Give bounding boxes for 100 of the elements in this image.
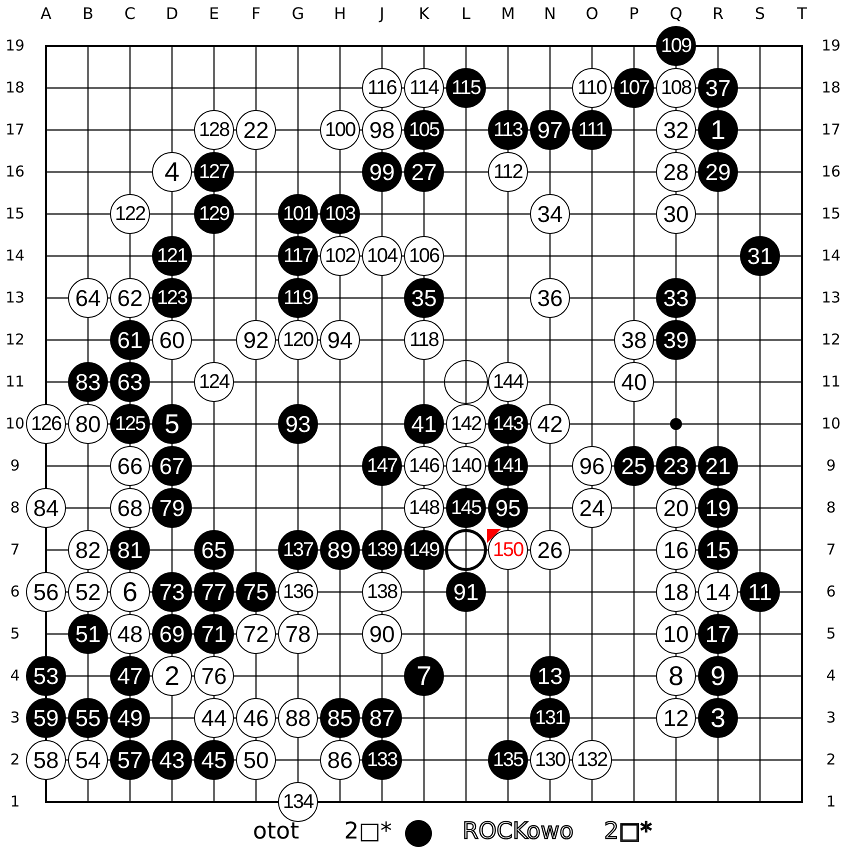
go-stone: 101: [278, 194, 318, 234]
go-stone: 149: [404, 530, 444, 570]
go-stone: 47: [110, 656, 150, 696]
go-stone: 76: [194, 656, 234, 696]
column-label: S: [754, 6, 766, 22]
go-stone: 26: [530, 530, 570, 570]
go-stone: 119: [278, 278, 318, 318]
go-stone: 103: [320, 194, 360, 234]
row-label: 11: [821, 374, 841, 390]
row-label: 19: [821, 38, 841, 54]
go-stone: 8: [656, 656, 696, 696]
go-stone: 25: [614, 446, 654, 486]
go-stone: 9: [698, 656, 738, 696]
go-stone: 46: [236, 698, 276, 738]
go-stone: 108: [656, 68, 696, 108]
go-stone: 36: [530, 278, 570, 318]
row-label: 18: [821, 80, 841, 96]
go-stone: 99: [362, 152, 402, 192]
row-label: 6: [826, 584, 836, 600]
go-stone: 3: [698, 698, 738, 738]
column-label: A: [40, 6, 52, 22]
go-stone: 38: [614, 320, 654, 360]
player-rank: 2□*: [604, 820, 652, 844]
go-stone: 55: [68, 698, 108, 738]
row-label: 12: [5, 332, 25, 348]
go-stone: 112: [488, 152, 528, 192]
go-stone: 22: [236, 110, 276, 150]
go-stone: 137: [278, 530, 318, 570]
go-stone: 30: [656, 194, 696, 234]
column-label: B: [82, 6, 94, 22]
go-stone: 80: [68, 404, 108, 444]
go-stone: 29: [698, 152, 738, 192]
go-stone: 66: [110, 446, 150, 486]
column-label: L: [462, 6, 470, 22]
row-label: 4: [826, 668, 836, 684]
row-label: 8: [10, 500, 20, 516]
go-stone: 91: [446, 572, 486, 612]
go-stone: 127: [194, 152, 234, 192]
go-stone: 12: [656, 698, 696, 738]
row-label: 6: [10, 584, 20, 600]
row-label: 17: [821, 122, 841, 138]
go-stone: 40: [614, 362, 654, 402]
go-stone: 62: [110, 278, 150, 318]
go-stone: 107: [614, 68, 654, 108]
go-stone: 85: [320, 698, 360, 738]
go-stone: 87: [362, 698, 402, 738]
row-label: 10: [821, 416, 841, 432]
go-stone: 72: [236, 614, 276, 654]
go-stone: 125: [110, 404, 150, 444]
go-stone: 19: [698, 488, 738, 528]
go-stone: 15: [698, 530, 738, 570]
go-stone: 131: [530, 698, 570, 738]
row-label: 5: [10, 626, 20, 642]
go-stone: 143: [488, 404, 528, 444]
row-label: 7: [10, 542, 20, 558]
go-stone: 145: [446, 488, 486, 528]
go-stone: 79: [152, 488, 192, 528]
go-stone: 82: [68, 530, 108, 570]
go-stone: 59: [26, 698, 66, 738]
go-stone: 41: [404, 404, 444, 444]
column-label: E: [208, 6, 220, 22]
row-label: 15: [5, 206, 25, 222]
go-stone: 53: [26, 656, 66, 696]
go-stone: 90: [362, 614, 402, 654]
row-label: 11: [5, 374, 25, 390]
row-label: 9: [826, 458, 836, 474]
go-stone: 139: [362, 530, 402, 570]
go-stone: 138: [362, 572, 402, 612]
go-stone: 129: [194, 194, 234, 234]
go-stone: 4: [152, 152, 192, 192]
row-label: 16: [5, 164, 25, 180]
go-stone: 134: [278, 782, 318, 822]
go-stone: 27: [404, 152, 444, 192]
go-stone: 141: [488, 446, 528, 486]
column-label: R: [712, 6, 724, 22]
go-stone: 117: [278, 236, 318, 276]
go-stone: 57: [110, 740, 150, 780]
row-label: 17: [5, 122, 25, 138]
player-name: otot: [252, 820, 300, 844]
go-stone: 58: [26, 740, 66, 780]
row-label: 2: [10, 752, 20, 768]
go-stone: 148: [404, 488, 444, 528]
column-label: G: [292, 6, 304, 22]
go-stone: 88: [278, 698, 318, 738]
go-stone: 24: [572, 488, 612, 528]
go-stone: 111: [572, 110, 612, 150]
go-stone: 44: [194, 698, 234, 738]
row-label: 5: [826, 626, 836, 642]
go-stone: 17: [698, 614, 738, 654]
go-stone: 32: [656, 110, 696, 150]
go-stone: 35: [404, 278, 444, 318]
go-stone: 122: [110, 194, 150, 234]
go-stone: 115: [446, 68, 486, 108]
go-stone: 16: [656, 530, 696, 570]
go-stone: 100: [320, 110, 360, 150]
go-stone: 105: [404, 110, 444, 150]
go-stone: 48: [110, 614, 150, 654]
go-stone: 93: [278, 404, 318, 444]
row-label: 2: [826, 752, 836, 768]
go-stone: 140: [446, 446, 486, 486]
